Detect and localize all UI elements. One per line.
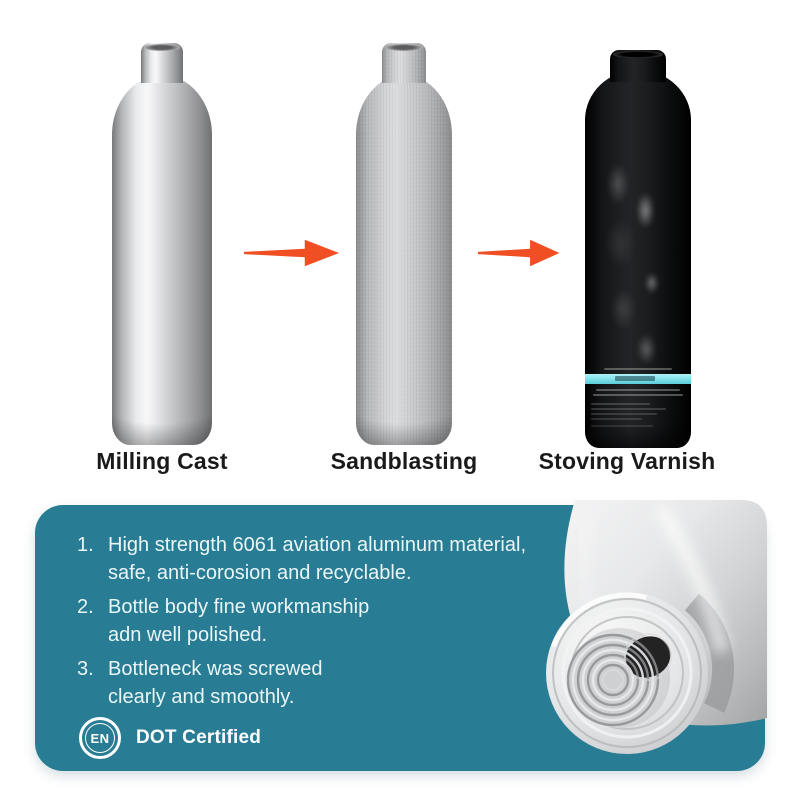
- bottle-neck: [141, 43, 183, 83]
- bottle-bottom-shading: [585, 414, 691, 448]
- label-print-line: [591, 408, 666, 410]
- feature-number: 3.: [77, 658, 94, 680]
- feature-item-1: 1. High strength 6061 aviation aluminum …: [77, 531, 557, 587]
- stage-label-milling-cast: Milling Cast: [96, 448, 228, 474]
- feature-text: Bottle body fine workmanship adn well po…: [108, 593, 369, 649]
- feature-text: Bottleneck was screwed clearly and smoot…: [108, 655, 323, 711]
- stage-label-stoving-varnish: Stoving Varnish: [538, 448, 716, 474]
- feature-line: clearly and smoothly.: [108, 686, 295, 708]
- bottle-bottom-shading: [112, 411, 212, 445]
- bottle-sandblasting-photo: [356, 43, 452, 445]
- bottle-stoving-varnish-photo: [585, 50, 691, 448]
- bottle-bottom-shading: [356, 411, 452, 445]
- label-print-line: [604, 368, 672, 370]
- label-print-line: [593, 394, 683, 396]
- feature-list: 1. High strength 6061 aviation aluminum …: [77, 531, 557, 717]
- stage-label-sandblasting: Sandblasting: [330, 448, 478, 474]
- bottle-body: [356, 133, 452, 445]
- process-arrow-icon: [478, 236, 562, 270]
- feature-line: High strength 6061 aviation aluminum mat…: [108, 534, 526, 556]
- bottle-neck: [382, 43, 426, 83]
- feature-item-3: 3. Bottleneck was screwed clearly and sm…: [77, 655, 557, 711]
- dot-certified-label: DOT Certified: [136, 727, 262, 748]
- bottle-neck: [610, 50, 666, 82]
- feature-text: High strength 6061 aviation aluminum mat…: [108, 531, 526, 587]
- en-certification-badge-icon: EN: [79, 717, 121, 759]
- bottle-milling-cast-photo: [112, 43, 212, 445]
- feature-line: Bottleneck was screwed: [108, 658, 323, 680]
- gloss-reflections: [585, 118, 691, 448]
- label-print-line: [591, 403, 650, 405]
- bottleneck-closeup-image: [546, 500, 767, 754]
- bottle-shoulder: [112, 75, 212, 135]
- feature-line: safe, anti-corosion and recyclable.: [108, 562, 412, 584]
- en-badge-text: EN: [85, 723, 115, 753]
- label-band: [585, 374, 691, 384]
- bottleneck-closeup-photo: [540, 500, 767, 762]
- bottle-body: [112, 133, 212, 445]
- feature-line: adn well polished.: [108, 624, 267, 646]
- feature-number: 1.: [77, 534, 94, 556]
- process-arrow-icon: [244, 236, 342, 270]
- feature-number: 2.: [77, 596, 94, 618]
- arrow-right-icon: [478, 239, 560, 267]
- feature-item-2: 2. Bottle body fine workmanship adn well…: [77, 593, 557, 649]
- feature-line: Bottle body fine workmanship: [108, 596, 370, 618]
- label-print-line: [595, 389, 681, 391]
- bottle-body: [585, 118, 691, 448]
- label-band-text: [614, 376, 655, 381]
- bottle-shoulder: [356, 75, 452, 135]
- certification-row: EN DOT Certified: [79, 717, 261, 759]
- arrow-right-icon: [244, 239, 340, 267]
